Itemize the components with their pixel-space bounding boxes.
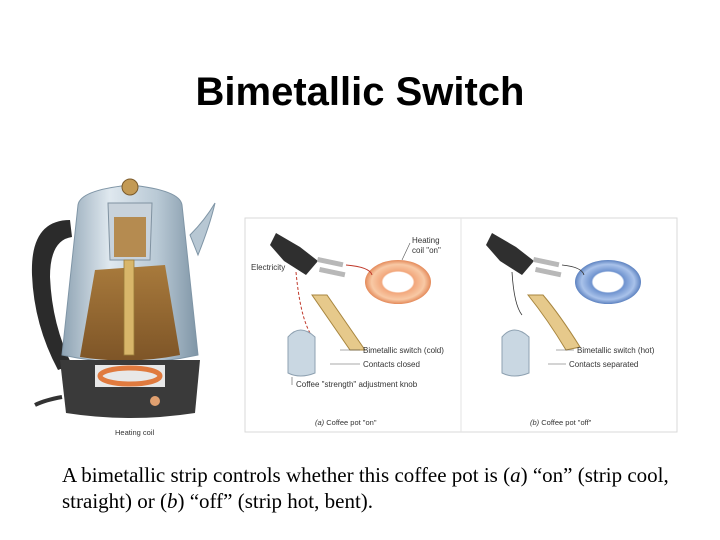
label-switch-cold: Bimetallic switch (cold) — [363, 346, 444, 355]
slide-caption: A bimetallic strip controls whether this… — [62, 463, 669, 513]
label-strength-knob: Coffee "strength" adjustment knob — [296, 380, 418, 389]
coffee-pot-illustration: Heating coil — [31, 178, 216, 437]
label-contacts-separated: Contacts separated — [569, 360, 638, 369]
label-contacts-closed: Contacts closed — [363, 360, 420, 369]
slide-title: Bimetallic Switch — [195, 70, 525, 114]
panel-a-subcaption: (a) Coffee pot "on" — [315, 418, 377, 427]
pot-heating-coil-label: Heating coil — [115, 428, 155, 437]
label-heating-coil-line1: Heating — [412, 236, 440, 245]
label-heating-coil-line2: coil "on" — [412, 246, 441, 255]
label-electricity: Electricity — [251, 263, 285, 272]
coffee-pot-figure: Heating coil Electricity Heating coil "o… — [31, 178, 678, 437]
label-switch-hot: Bimetallic switch (hot) — [577, 346, 655, 355]
panel-b-subcaption: (b) Coffee pot "off" — [530, 418, 592, 427]
panel-b-off: Bimetallic switch (hot) Contacts separat… — [486, 233, 655, 427]
panel-a-on: Electricity Heating coil "on" Bimetallic… — [251, 233, 444, 427]
